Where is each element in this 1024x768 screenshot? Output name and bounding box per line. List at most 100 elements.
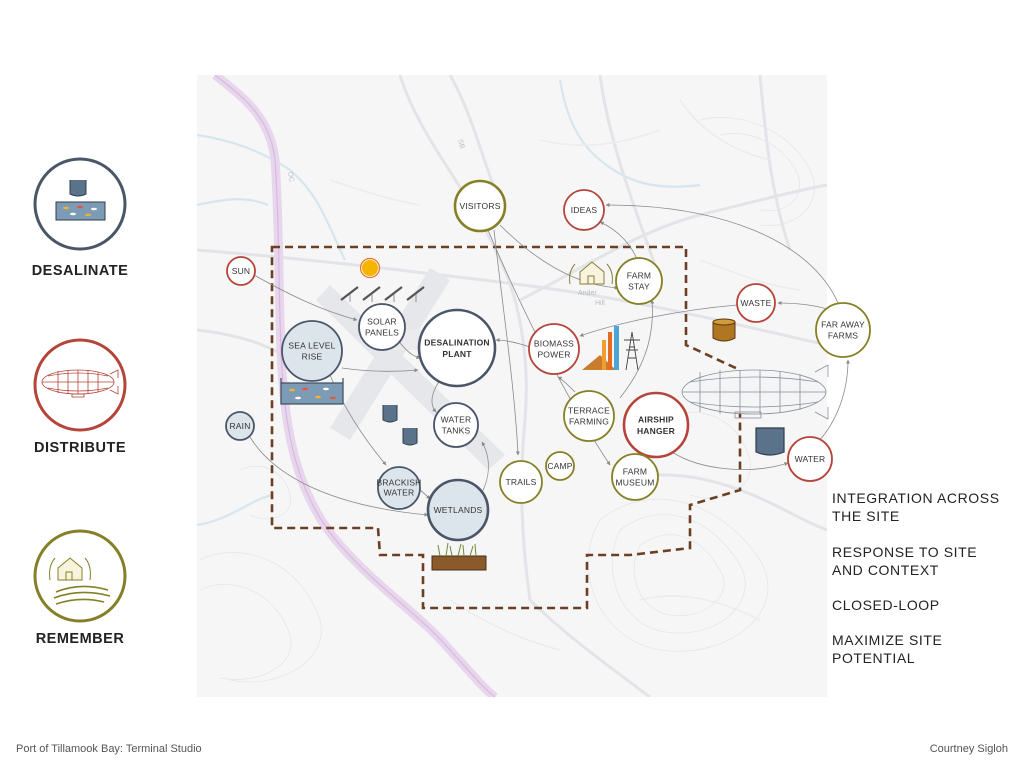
water-tank-icon	[382, 405, 418, 446]
arrow-rain-to-wetlands	[249, 436, 429, 517]
highway	[212, 75, 498, 697]
solar-panels-icon	[340, 286, 425, 301]
arrow-farms-to-ideas	[605, 203, 839, 304]
node-rain-ring	[225, 411, 255, 441]
legend-remember-label: REMEMBER	[36, 631, 125, 647]
legend-distribute: DISTRIBUTE	[33, 338, 127, 456]
arrow-sealevel-to-plant	[341, 367, 419, 373]
node-far-away-farms-ring	[815, 302, 871, 358]
node-camp: CAMP	[545, 451, 575, 481]
legend-desalinate: DESALINATE	[32, 157, 129, 279]
arrow-sun-to-solar	[253, 274, 358, 321]
node-camp-ring	[545, 451, 575, 481]
street-label-ander: Ander	[578, 290, 597, 297]
waste-bin-icon	[712, 318, 736, 342]
sea-water-basin-icon	[280, 378, 344, 405]
street-label-hill: Hill	[595, 300, 605, 307]
sun-icon	[359, 257, 381, 279]
node-sun-ring	[226, 256, 256, 286]
node-water: WATER	[787, 436, 833, 482]
legend-remember: REMEMBER	[33, 529, 127, 647]
legend-distribute-ring	[33, 338, 127, 432]
arrow-visitors-to-trails	[493, 229, 520, 456]
legend-distribute-label: DISTRIBUTE	[34, 440, 126, 456]
legend-desalinate-label: DESALINATE	[32, 263, 129, 279]
water-reservoir-icon	[755, 427, 785, 456]
node-visitors-ring	[453, 179, 507, 233]
node-ideas-label: IDEAS	[571, 205, 598, 215]
arrow-water-to-farms	[817, 359, 850, 443]
node-wetlands-ring	[426, 478, 490, 542]
node-sea-level-rise-ring	[281, 320, 343, 382]
node-airship-hanger-ring	[622, 391, 690, 459]
node-sun-label: SUN	[232, 266, 251, 276]
node-ideas-ring	[563, 189, 605, 231]
arrow-plant-to-tanks	[431, 379, 441, 413]
node-farm-stay-ring	[615, 257, 663, 305]
legend: DESALINATE DISTRIBUTE	[32, 157, 129, 647]
node-water-tanks-ring	[433, 402, 479, 448]
arrow-terrace-to-farmstay	[619, 299, 655, 399]
node-visitors-label: VISITORS	[459, 201, 500, 211]
site-boundary	[270, 245, 742, 610]
legend-airship-icon	[41, 369, 119, 398]
node-waste-label: WASTE	[741, 298, 772, 308]
power-pylon-icon	[624, 331, 640, 371]
node-camp-label: CAMP	[547, 461, 572, 471]
footer-project: Port of Tillamook Bay: Terminal Studio	[16, 743, 202, 755]
airship-icon	[681, 364, 829, 420]
arrow-biomass-to-plant	[495, 338, 531, 348]
node-trails-ring	[499, 460, 543, 504]
arrow-hanger-to-water	[671, 451, 789, 470]
node-desalination-plant-ring	[417, 308, 497, 388]
flow-arrows	[249, 203, 850, 517]
node-ideas: IDEAS	[563, 189, 605, 231]
creeks	[197, 79, 701, 527]
wetland-planter-icon	[431, 542, 487, 571]
node-waste: WASTE	[736, 283, 776, 323]
node-biomass-power-ring	[528, 323, 580, 375]
arrow-terrace-to-biomass	[557, 376, 576, 393]
minor-streets	[329, 99, 801, 651]
footer-author: Courtney Sigloh	[930, 743, 1008, 755]
node-terrace-farming-ring	[563, 390, 615, 442]
node-rain-label: RAIN	[229, 421, 250, 431]
node-farm-museum-ring	[611, 453, 659, 501]
node-trails-label: TRAILS	[506, 477, 537, 487]
arrow-visitors-to-farmstay	[499, 224, 619, 290]
street-label-sb: SB	[456, 139, 465, 150]
biomass-power-icon	[582, 326, 619, 370]
node-visitors: VISITORS	[453, 179, 507, 233]
legend-farmhouse-icon	[49, 557, 111, 605]
street-label-oc: OC	[286, 171, 295, 183]
node-sun: SUN	[226, 256, 256, 286]
node-wetlands: WETLANDS	[426, 478, 490, 542]
node-wetlands-label: WETLANDS	[434, 505, 483, 515]
node-solar-panels-ring	[358, 303, 406, 351]
node-water-ring	[787, 436, 833, 482]
desalination-tank-icon	[55, 180, 106, 221]
node-trails: TRAILS	[499, 460, 543, 504]
node-rain: RAIN	[225, 411, 255, 441]
